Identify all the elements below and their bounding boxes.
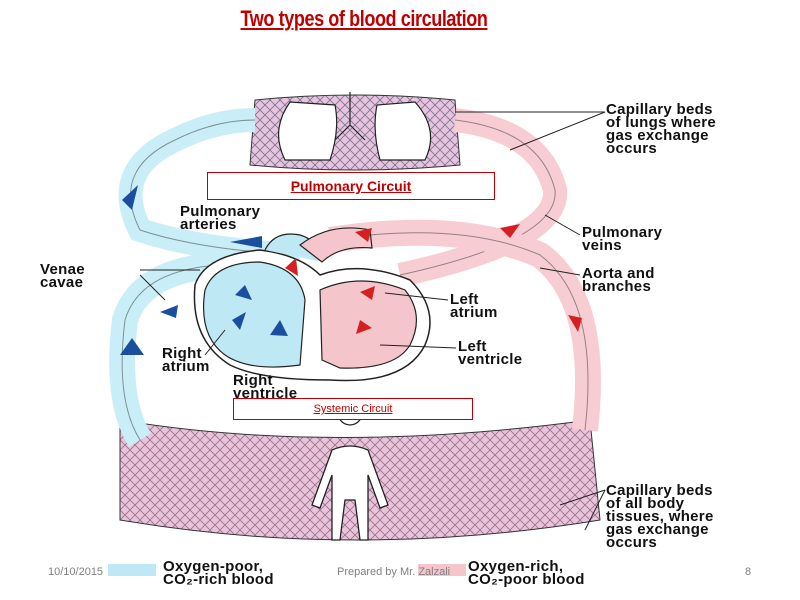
label-capillary-lungs: Capillary beds of lungs where gas exchan… [606, 101, 717, 157]
right-lung-shape [374, 101, 432, 161]
footer-date: 10/10/2015 [48, 566, 104, 578]
label-leader-lines [139, 111, 606, 531]
label-left-atrium: Left atrium [450, 291, 498, 321]
label-pulmonary-veins: Pulmonary veins [582, 224, 663, 254]
legend-oxygen-poor-text: Oxygen-poor, CO₂-rich blood [163, 558, 274, 588]
legend-oxygen-rich-swatch [418, 564, 466, 576]
left-lung-shape [277, 101, 338, 161]
label-right-ventricle: Right ventricle [233, 372, 298, 402]
legend-oxygen-poor-swatch [108, 564, 156, 576]
oxygen-poor-arrows [120, 185, 288, 355]
label-left-ventricle: Left ventricle [458, 338, 523, 368]
footer-author: Prepared by Mr. Zalzali [337, 566, 451, 578]
oxygen-rich-arrows [285, 224, 582, 334]
footer-page-number: 8 [745, 566, 752, 578]
systemic-circuit-label: Systemic Circuit [233, 398, 473, 420]
pulmonary-circuit-label: Pulmonary Circuit [207, 172, 495, 200]
slide-title: Two types of blood circulation [240, 6, 488, 31]
right-heart-chambers [202, 261, 306, 368]
lung-capillary-bed [249, 92, 461, 171]
label-right-atrium: Right atrium [162, 345, 210, 375]
label-capillary-body: Capillary beds of all body tissues, wher… [606, 482, 714, 551]
label-aorta-branches: Aorta and branches [582, 265, 655, 295]
label-venae-cavae: Venae cavae [40, 261, 85, 291]
left-heart-chambers [319, 280, 417, 369]
heart [193, 227, 431, 382]
legend-oxygen-rich-text: Oxygen-rich, CO₂-poor blood [468, 558, 585, 588]
label-pulmonary-arteries: Pulmonary arteries [180, 203, 261, 233]
